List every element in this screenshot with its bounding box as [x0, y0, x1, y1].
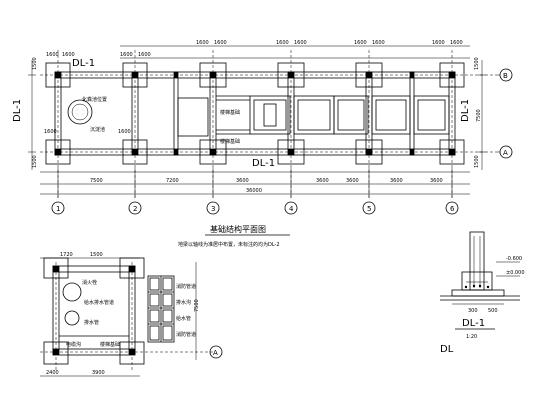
left-dim-1: 1500 [32, 57, 38, 70]
axis-4: 4 [289, 205, 294, 213]
section-scale: 1:20 [466, 334, 477, 340]
top-dim-8: 1600 [450, 40, 463, 46]
sediment-note: 沉淀池 [90, 126, 105, 133]
top-dim-1: 1600 [196, 40, 209, 46]
bottom-dim-5: 3600 [346, 178, 359, 184]
detail-top-dim-1: 1720 [60, 252, 73, 258]
axis-3: 3 [211, 205, 215, 213]
beam-outline [54, 71, 456, 156]
detail-label-9: 楼梯基础 [100, 341, 120, 348]
section-title: DL-1 [462, 318, 485, 329]
detail-top-dim-2: 1500 [90, 252, 103, 258]
right-dim-1: 1500 [474, 57, 480, 70]
detail-side-dim-1: 7500 [194, 299, 200, 312]
bottom-dim-lines [40, 168, 470, 198]
stair-note-1: 楼梯基础 [220, 109, 240, 116]
axis-B: B [503, 72, 508, 80]
detail-label-2: 给水排水管道 [84, 299, 114, 306]
main-foundation-plan: DL-1 DL-1 DL-1 DL-1 化粪池位置 沉淀池 楼梯基础 楼梯基础 … [12, 40, 513, 215]
detail-bottom-dim-1: 2400 [46, 370, 59, 376]
left-mid-dim-1: 1600 [44, 129, 57, 135]
right-dim-lines [478, 60, 486, 170]
section-detail: -0.600 ±0.000 300 500 DL-1 1:20 DL [440, 231, 525, 355]
detail-label-6: 排水沟 [176, 299, 191, 306]
left-dim-lines [28, 60, 36, 170]
axis-2: 2 [133, 205, 137, 213]
septic-tank-outline [67, 99, 93, 125]
detail-axis-A: A [213, 349, 218, 357]
stair-note-2: 楼梯基础 [220, 138, 240, 145]
upper-dim-1: 1600 [120, 52, 133, 58]
detail-label-5: 消防管道 [176, 283, 196, 290]
upper-dim-2: 1600 [138, 52, 151, 58]
top-dim-6: 1600 [372, 40, 385, 46]
septic-note: 化粪池位置 [82, 96, 107, 103]
upper-dim-4: 1600 [62, 52, 75, 58]
bottom-dim-6: 3600 [390, 178, 403, 184]
left-dim-3: 1500 [32, 155, 38, 168]
columns [55, 72, 455, 155]
bottom-dim-7: 3600 [430, 178, 443, 184]
left-mid-dim-2: 1600 [118, 129, 131, 135]
detail-axis-bubble [209, 345, 223, 359]
detail-bottom-dim-2: 3900 [92, 370, 105, 376]
overall-dim: 36000 [246, 188, 262, 194]
axis-6: 6 [450, 205, 455, 213]
plan-title: 基础结构平面图 [210, 224, 266, 234]
detail-label-1: 消火栓 [82, 279, 97, 286]
axis-A: A [503, 149, 508, 157]
bottom-dim-3: 3600 [236, 178, 249, 184]
beam-label-left: DL-1 [12, 99, 23, 122]
right-dim-2: 7500 [476, 109, 482, 122]
beam-label-bottom: DL-1 [252, 158, 275, 169]
bottom-dim-1: 7500 [90, 178, 103, 184]
detail-label-3: 排水管 [84, 319, 99, 326]
section-mark-3: 300 [468, 308, 478, 314]
top-dim-line [120, 45, 470, 59]
section-note: DL [440, 344, 454, 355]
axis-bubbles [51, 68, 513, 215]
column-footings [45, 62, 465, 165]
top-dim-2: 1600 [214, 40, 227, 46]
bottom-dim-2: 7200 [166, 178, 179, 184]
detail-label-8: 消防管道 [176, 331, 196, 338]
detail-label-7: 给水管 [176, 315, 191, 322]
detail-plan: 1720 1500 7500 2400 3900 消火栓 给水排水管道 排水管 … [40, 252, 223, 377]
upper-dim-3: 1600 [46, 52, 59, 58]
right-dim-3: 1500 [474, 155, 480, 168]
top-dim-7: 1600 [432, 40, 445, 46]
axis-1: 1 [56, 205, 60, 213]
section-mark-1: -0.600 [506, 256, 522, 262]
section-mark-4: 500 [488, 308, 498, 314]
detail-label-4: 电缆沟 [66, 341, 81, 348]
top-dim-5: 1600 [354, 40, 367, 46]
top-dim-3: 1600 [276, 40, 289, 46]
top-dim-4: 1600 [294, 40, 307, 46]
axis-5: 5 [367, 205, 371, 213]
bottom-dim-4: 3600 [316, 178, 329, 184]
septic-tank-inner [71, 103, 89, 121]
section-mark-2: ±0.000 [506, 270, 525, 276]
plan-note: 地梁以轴线为准居中布置，未标注的均为DL-2 [178, 241, 280, 248]
beam-label-right: DL-1 [460, 99, 471, 122]
beam-label-top-left: DL-1 [72, 58, 95, 69]
